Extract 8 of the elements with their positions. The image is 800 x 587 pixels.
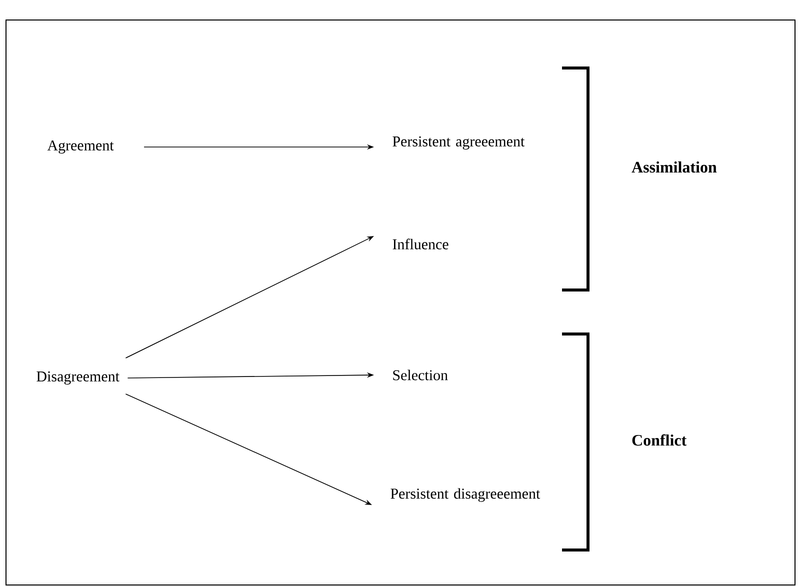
group-label: Assimilation [632,161,717,173]
node-text: Agreement [47,140,114,154]
node-text: Disagreement [36,371,120,385]
group-label: Conflict [632,434,687,446]
node-text: Selection [393,370,448,380]
node-text: Influence [392,238,448,250]
node-text: Persistent disagreeement [390,488,540,502]
node-text: Persistent agreeement [392,136,525,150]
